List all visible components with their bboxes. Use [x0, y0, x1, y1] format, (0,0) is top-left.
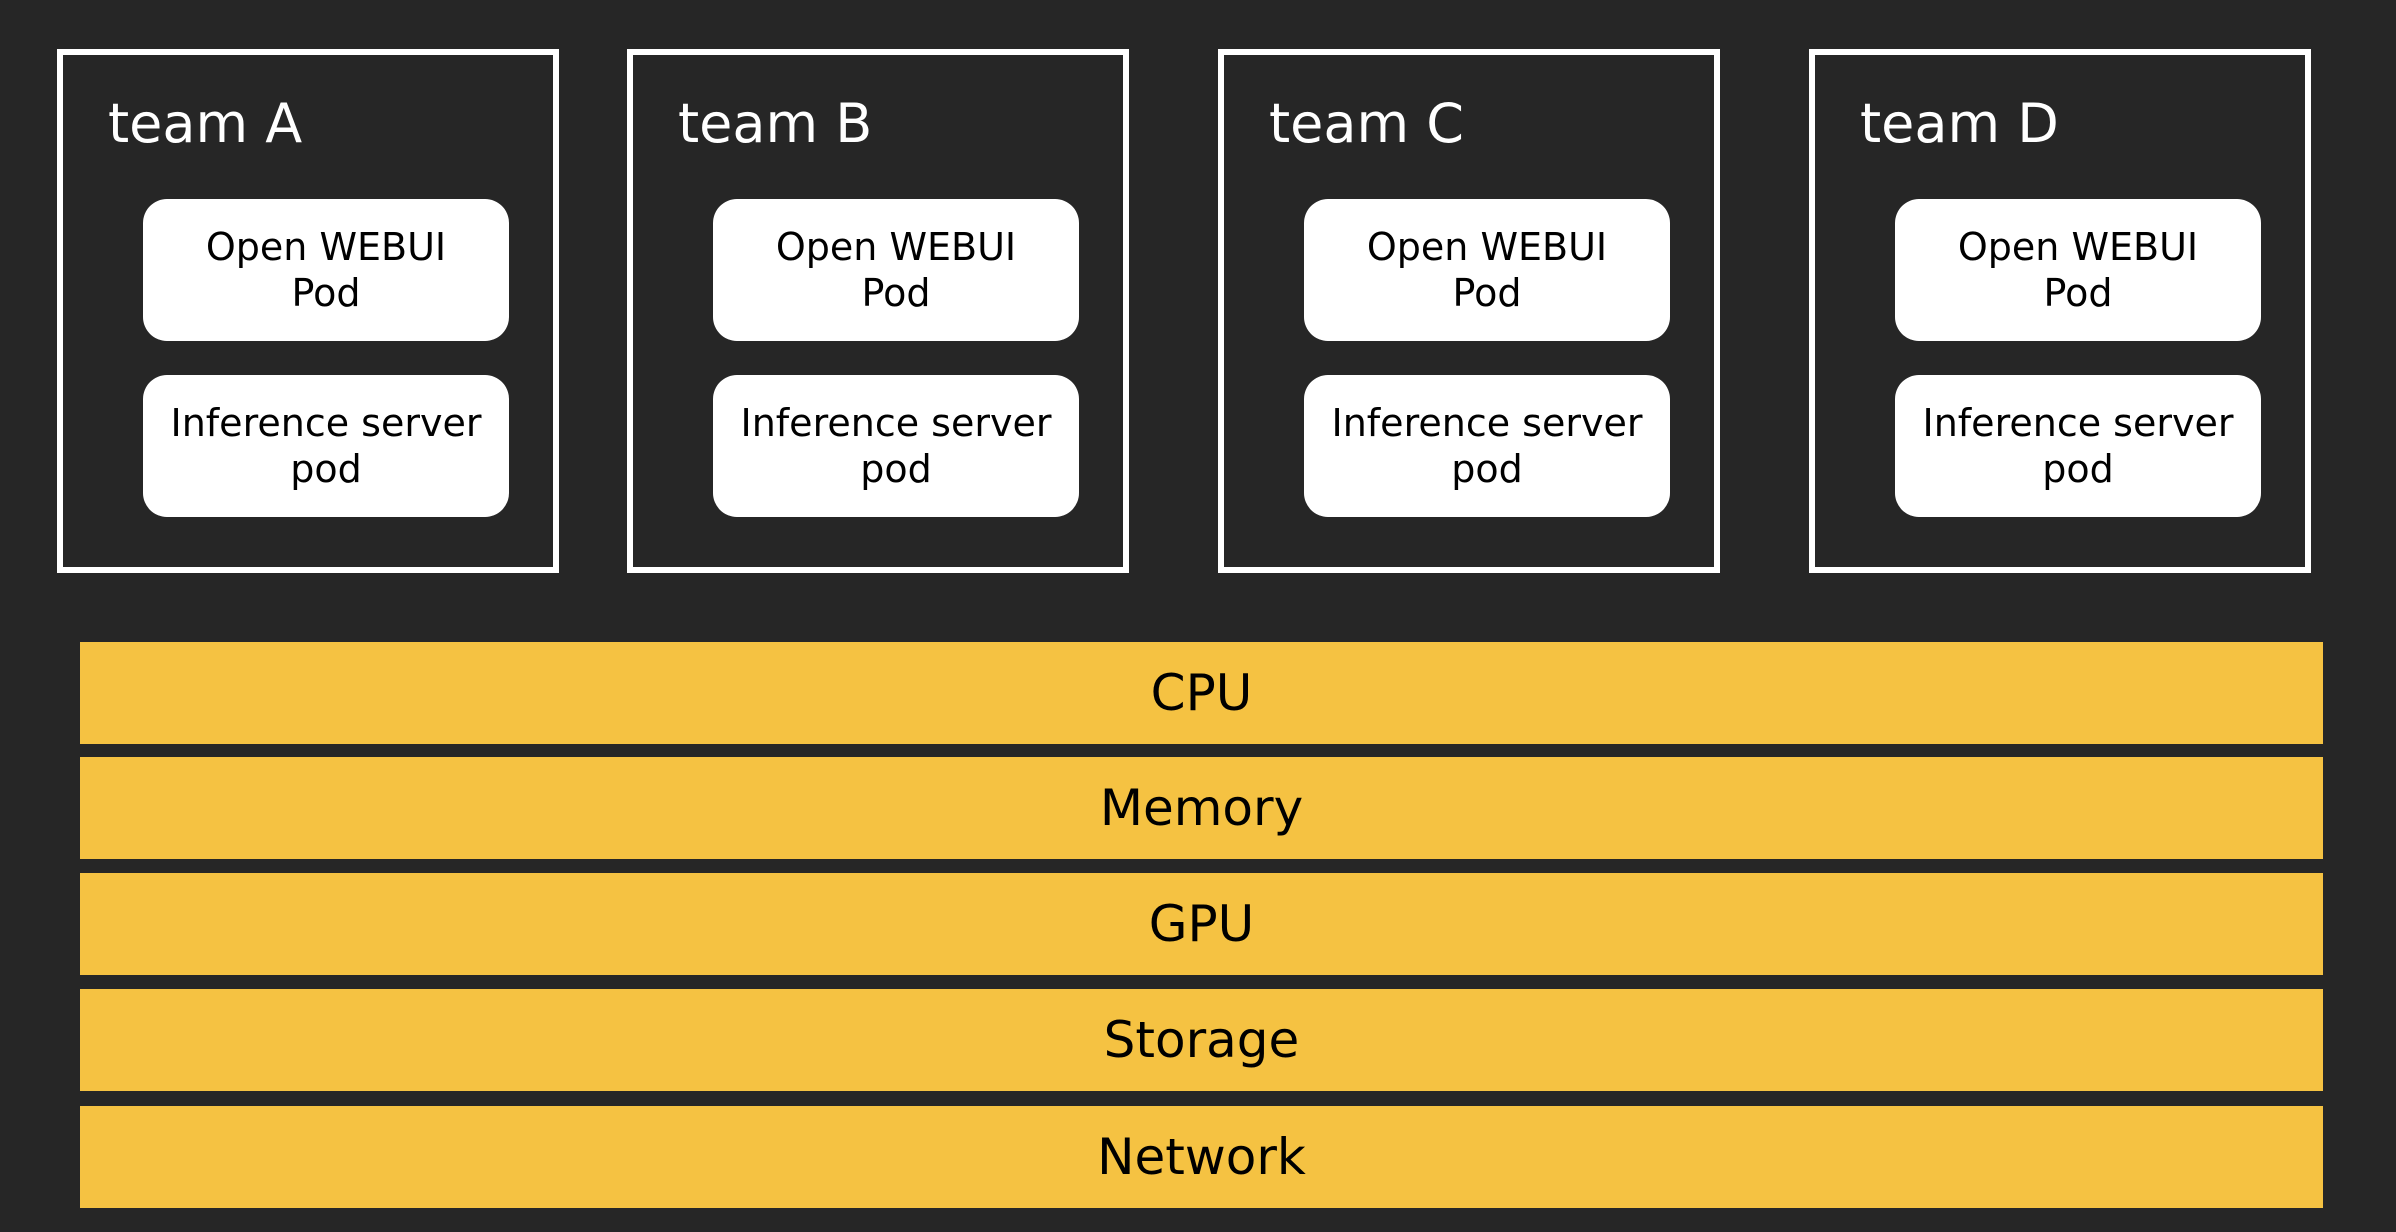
- pod-label-line1: Inference server: [740, 401, 1052, 445]
- inference-server-pod: Inference server pod: [713, 375, 1079, 517]
- pod-label-line1: Open WEBUI: [1957, 225, 2199, 269]
- team-box-d: team D Open WEBUI Pod Inference server p…: [1809, 49, 2311, 573]
- pod-label-line1: Inference server: [1922, 401, 2234, 445]
- resource-label: GPU: [1148, 895, 1255, 953]
- team-box-a: team A Open WEBUI Pod Inference server p…: [57, 49, 559, 573]
- inference-server-pod: Inference server pod: [1895, 375, 2261, 517]
- open-webui-pod: Open WEBUI Pod: [1895, 199, 2261, 341]
- inference-server-pod: Inference server pod: [1304, 375, 1670, 517]
- pod-label-line2: Pod: [1452, 271, 1522, 315]
- pod-label-line2: Pod: [291, 271, 361, 315]
- resource-label: CPU: [1150, 664, 1253, 722]
- team-title: team D: [1860, 92, 2059, 155]
- resource-layer-gpu: GPU: [80, 873, 2323, 975]
- resource-label: Storage: [1103, 1011, 1300, 1069]
- team-box-c: team C Open WEBUI Pod Inference server p…: [1218, 49, 1720, 573]
- pod-label-line1: Inference server: [170, 401, 482, 445]
- inference-server-pod: Inference server pod: [143, 375, 509, 517]
- pod-label-line1: Open WEBUI: [205, 225, 447, 269]
- open-webui-pod: Open WEBUI Pod: [713, 199, 1079, 341]
- team-title: team B: [678, 92, 873, 155]
- pod-label-line2: pod: [860, 447, 932, 491]
- resource-layer-memory: Memory: [80, 757, 2323, 859]
- open-webui-pod: Open WEBUI Pod: [143, 199, 509, 341]
- resource-layer-cpu: CPU: [80, 642, 2323, 744]
- team-box-b: team B Open WEBUI Pod Inference server p…: [627, 49, 1129, 573]
- resource-label: Network: [1097, 1128, 1306, 1186]
- resource-layer-storage: Storage: [80, 989, 2323, 1091]
- pod-label-line1: Inference server: [1331, 401, 1643, 445]
- pod-label-line2: Pod: [861, 271, 931, 315]
- resource-layer-network: Network: [80, 1106, 2323, 1208]
- pod-label-line2: pod: [1451, 447, 1523, 491]
- pod-label-line1: Open WEBUI: [1366, 225, 1608, 269]
- pod-label-line2: pod: [2042, 447, 2114, 491]
- pod-label-line2: pod: [290, 447, 362, 491]
- pod-label-line1: Open WEBUI: [775, 225, 1017, 269]
- resource-label: Memory: [1099, 779, 1304, 837]
- open-webui-pod: Open WEBUI Pod: [1304, 199, 1670, 341]
- team-title: team A: [108, 92, 303, 155]
- pod-label-line2: Pod: [2043, 271, 2113, 315]
- team-title: team C: [1269, 92, 1464, 155]
